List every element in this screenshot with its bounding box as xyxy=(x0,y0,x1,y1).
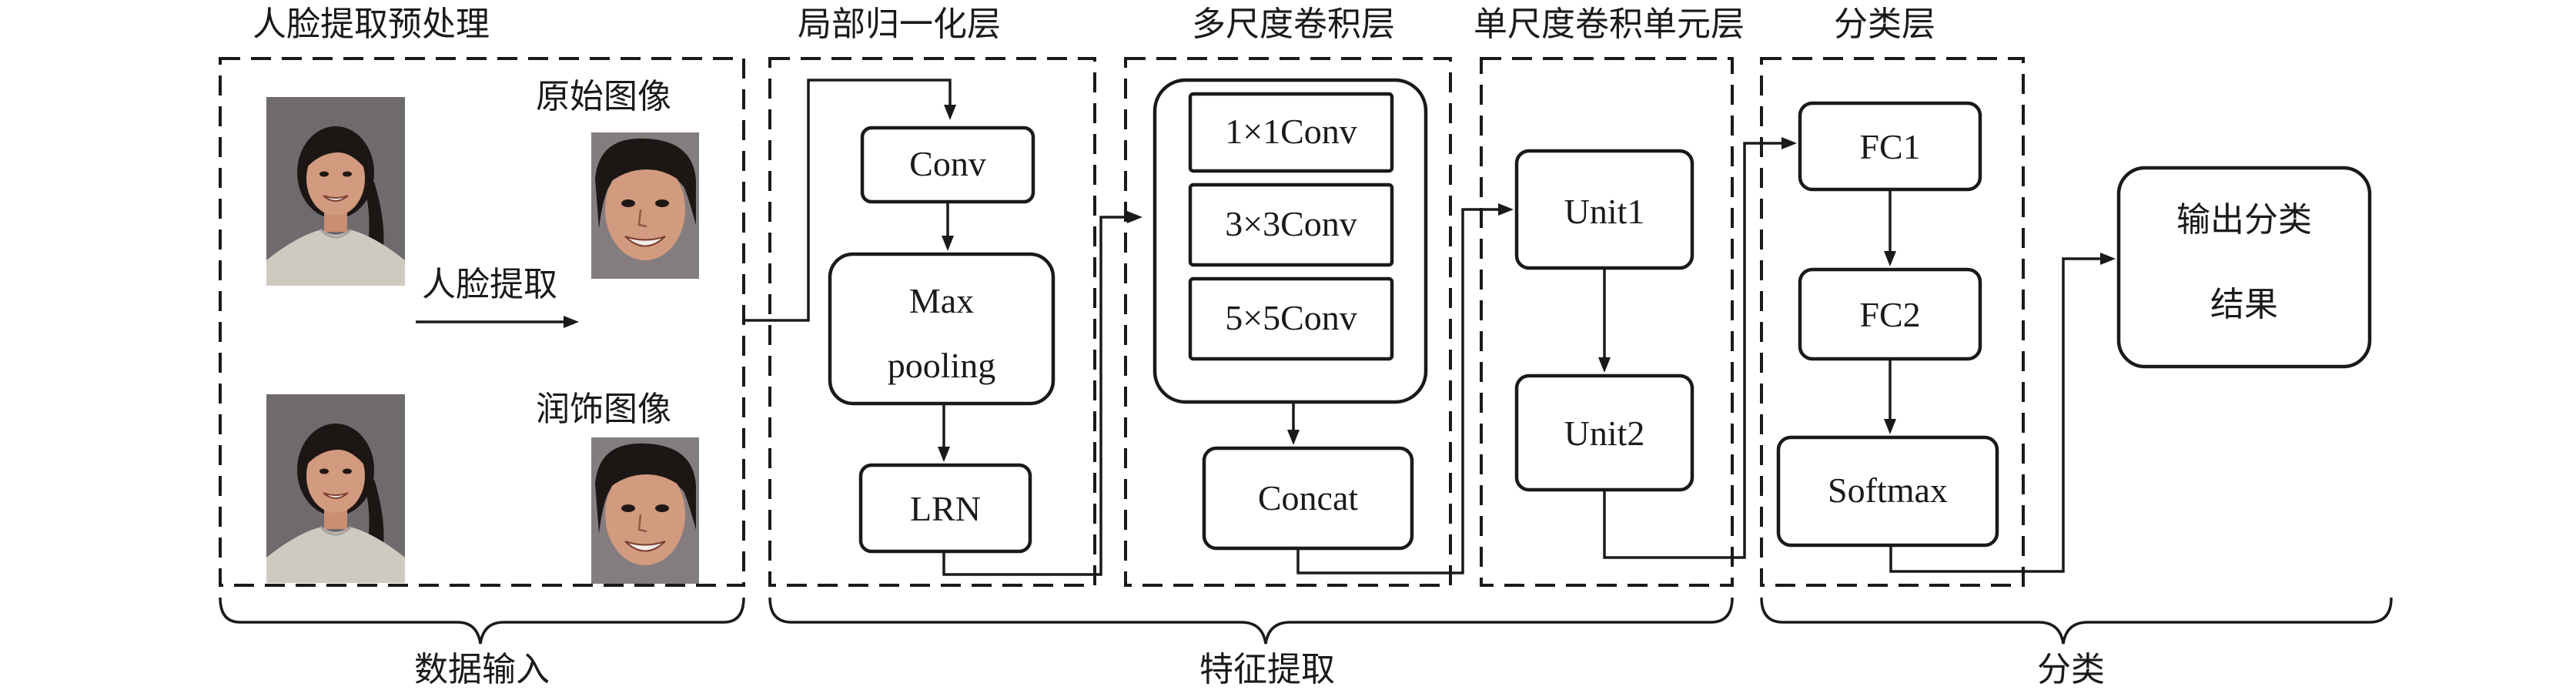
preprocess-section-title: 人脸提取预处理 xyxy=(253,5,490,44)
lrn-block-label: LRN xyxy=(910,489,981,528)
arrowhead-output xyxy=(2100,253,2116,265)
conv-3x3-label: 3×3Conv xyxy=(1225,204,1357,243)
softmax-label: Softmax xyxy=(1828,471,1948,510)
concat-label: Concat xyxy=(1258,478,1359,518)
data-input-group-label: 数据输入 xyxy=(414,650,550,689)
arrowhead-unit1 xyxy=(1498,203,1514,216)
fc2-label: FC2 xyxy=(1859,295,1920,334)
multiscale-section-title: 多尺度卷积层 xyxy=(1192,5,1395,44)
classification-brace xyxy=(1760,597,2393,645)
conv-block-label: Conv xyxy=(909,144,986,183)
max-pooling-label-line1: Max xyxy=(909,281,974,320)
max-pooling-block xyxy=(828,252,1055,406)
singlescale-section-title: 单尺度卷积单元层 xyxy=(1474,5,1745,44)
arrowhead-fc2 xyxy=(1884,251,1896,266)
classify-section-frame xyxy=(1760,57,2025,587)
connector-input-to-conv xyxy=(744,79,952,322)
output-label-line2: 结果 xyxy=(2210,285,2278,324)
output-result-block xyxy=(2116,166,2372,369)
lrn-section-title: 局部归一化层 xyxy=(798,5,1001,44)
connector-concat-to-unit1 xyxy=(1296,208,1501,574)
original-full-photo xyxy=(265,95,406,287)
conv-3x3-block xyxy=(1188,183,1394,267)
data-input-brace xyxy=(219,597,745,645)
multiscale-section-frame xyxy=(1124,57,1452,587)
arrowhead-concat xyxy=(1287,430,1300,445)
conv-5x5-block xyxy=(1188,276,1394,361)
feature-extraction-brace xyxy=(768,597,1734,645)
preprocess-section-frame xyxy=(219,57,745,587)
feature-extraction-group-label: 特征提取 xyxy=(1199,650,1335,689)
face-extraction-label: 人脸提取 xyxy=(422,265,557,304)
arrowhead-unit2 xyxy=(1598,357,1611,373)
unit1-label: Unit1 xyxy=(1564,192,1645,231)
singlescale-section-frame xyxy=(1480,57,1734,587)
original-face-crop xyxy=(590,131,701,280)
connector-lrn-to-multiscale xyxy=(942,216,1130,576)
retouched-image-label: 润饰图像 xyxy=(536,390,671,429)
unit2-label: Unit2 xyxy=(1564,414,1645,453)
arrowhead-fc1 xyxy=(1781,137,1797,149)
conv-5x5-label: 5×5Conv xyxy=(1225,298,1357,337)
fc1-label: FC1 xyxy=(1859,127,1920,166)
lrn-block xyxy=(858,463,1032,554)
output-label-line1: 输出分类 xyxy=(2176,200,2312,239)
conv-1x1-block xyxy=(1188,92,1394,173)
face-extraction-arrowhead xyxy=(564,316,579,328)
arrowhead-maxpool xyxy=(942,236,954,251)
max-pooling-label-line2: pooling xyxy=(888,346,996,385)
retouched-full-photo xyxy=(265,393,406,584)
classification-group-label: 分类 xyxy=(2037,650,2105,689)
connector-softmax-to-output xyxy=(1889,257,2103,573)
arrowhead-lrn xyxy=(938,447,950,462)
original-image-label: 原始图像 xyxy=(536,77,671,116)
classify-section-title: 分类层 xyxy=(1834,5,1935,44)
arrowhead-softmax xyxy=(1884,419,1896,434)
arrowhead-conv xyxy=(944,105,956,120)
connector-unit2-to-fc1 xyxy=(1603,142,1785,559)
softmax-block xyxy=(1776,435,1999,548)
conv-1x1-label: 1×1Conv xyxy=(1225,112,1357,151)
arrowhead-multiscale xyxy=(1127,211,1142,223)
lrn-section-frame xyxy=(768,57,1096,587)
concat-block xyxy=(1202,446,1414,551)
retouched-face-crop xyxy=(590,436,701,585)
